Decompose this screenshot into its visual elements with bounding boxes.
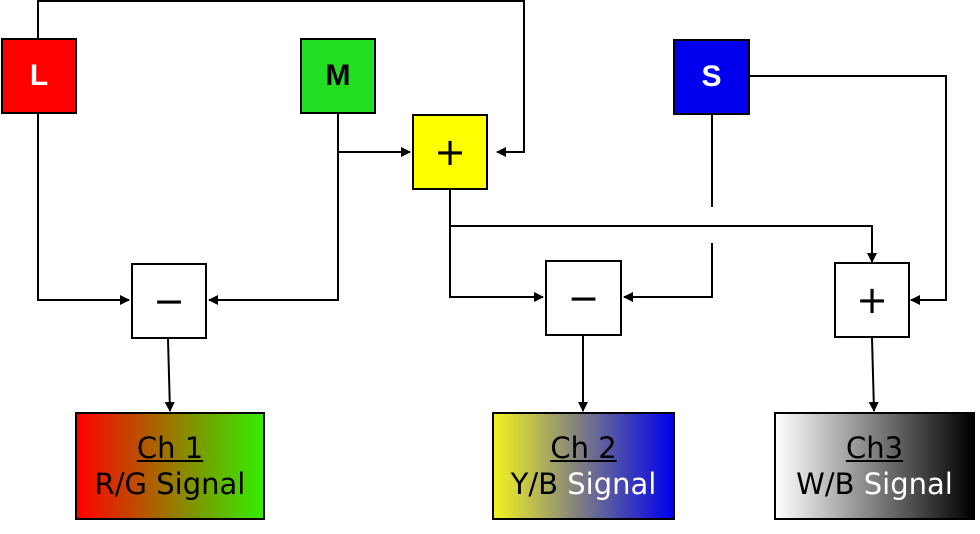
s-cone-box: S bbox=[673, 39, 750, 115]
line-sum-to-diff-yb bbox=[449, 189, 544, 302]
l-cone-box: L bbox=[1, 38, 77, 114]
channel-2-title: Ch 2 bbox=[550, 431, 617, 465]
line-sum-wb-to-ch3 bbox=[868, 337, 879, 412]
plus-symbol: + bbox=[434, 130, 466, 174]
channel-3-output: Ch3 W/B Signal bbox=[774, 412, 975, 520]
l-cone-label: L bbox=[29, 59, 49, 92]
yellow-blue-subtractor: − bbox=[545, 260, 622, 336]
l-plus-m-adder: + bbox=[412, 114, 488, 190]
line-l-to-sum bbox=[37, 0, 525, 157]
line-s-to-diff-yb bbox=[623, 243, 713, 302]
minus-symbol: − bbox=[153, 279, 185, 323]
minus-symbol: − bbox=[567, 276, 600, 320]
m-cone-box: M bbox=[300, 38, 376, 114]
m-cone-label: M bbox=[325, 59, 351, 92]
line-l-to-diff-rg bbox=[37, 113, 130, 305]
channel-1-signal: R/G Signal bbox=[94, 467, 246, 501]
channel-2-signal-part2: Signal bbox=[567, 467, 657, 501]
line-s-to-sum-wb bbox=[750, 75, 947, 305]
channel-1-title: Ch 1 bbox=[136, 431, 204, 465]
s-cone-label: S bbox=[701, 60, 722, 93]
channel-3-signal-part2: Signal bbox=[863, 467, 953, 501]
channel-1-output: Ch 1 R/G Signal bbox=[75, 412, 265, 520]
channel-3-signal: W/B Signal bbox=[796, 466, 953, 502]
channel-2-output: Ch 2 Y/B Signal bbox=[492, 412, 675, 520]
plus-symbol: + bbox=[856, 278, 888, 322]
line-diff-rg-to-ch1 bbox=[164, 338, 175, 412]
channel-2-signal: Y/B Signal bbox=[511, 466, 657, 502]
channel-2-signal-part1: Y/B bbox=[510, 467, 568, 501]
channel-3-title: Ch3 bbox=[845, 431, 904, 465]
channel-3-signal-part1: W/B bbox=[796, 467, 864, 501]
red-green-subtractor: − bbox=[131, 263, 207, 339]
white-black-adder: + bbox=[834, 262, 910, 338]
line-m-to-diff-rg bbox=[208, 113, 339, 305]
line-sum-to-sum-wb bbox=[450, 225, 877, 263]
